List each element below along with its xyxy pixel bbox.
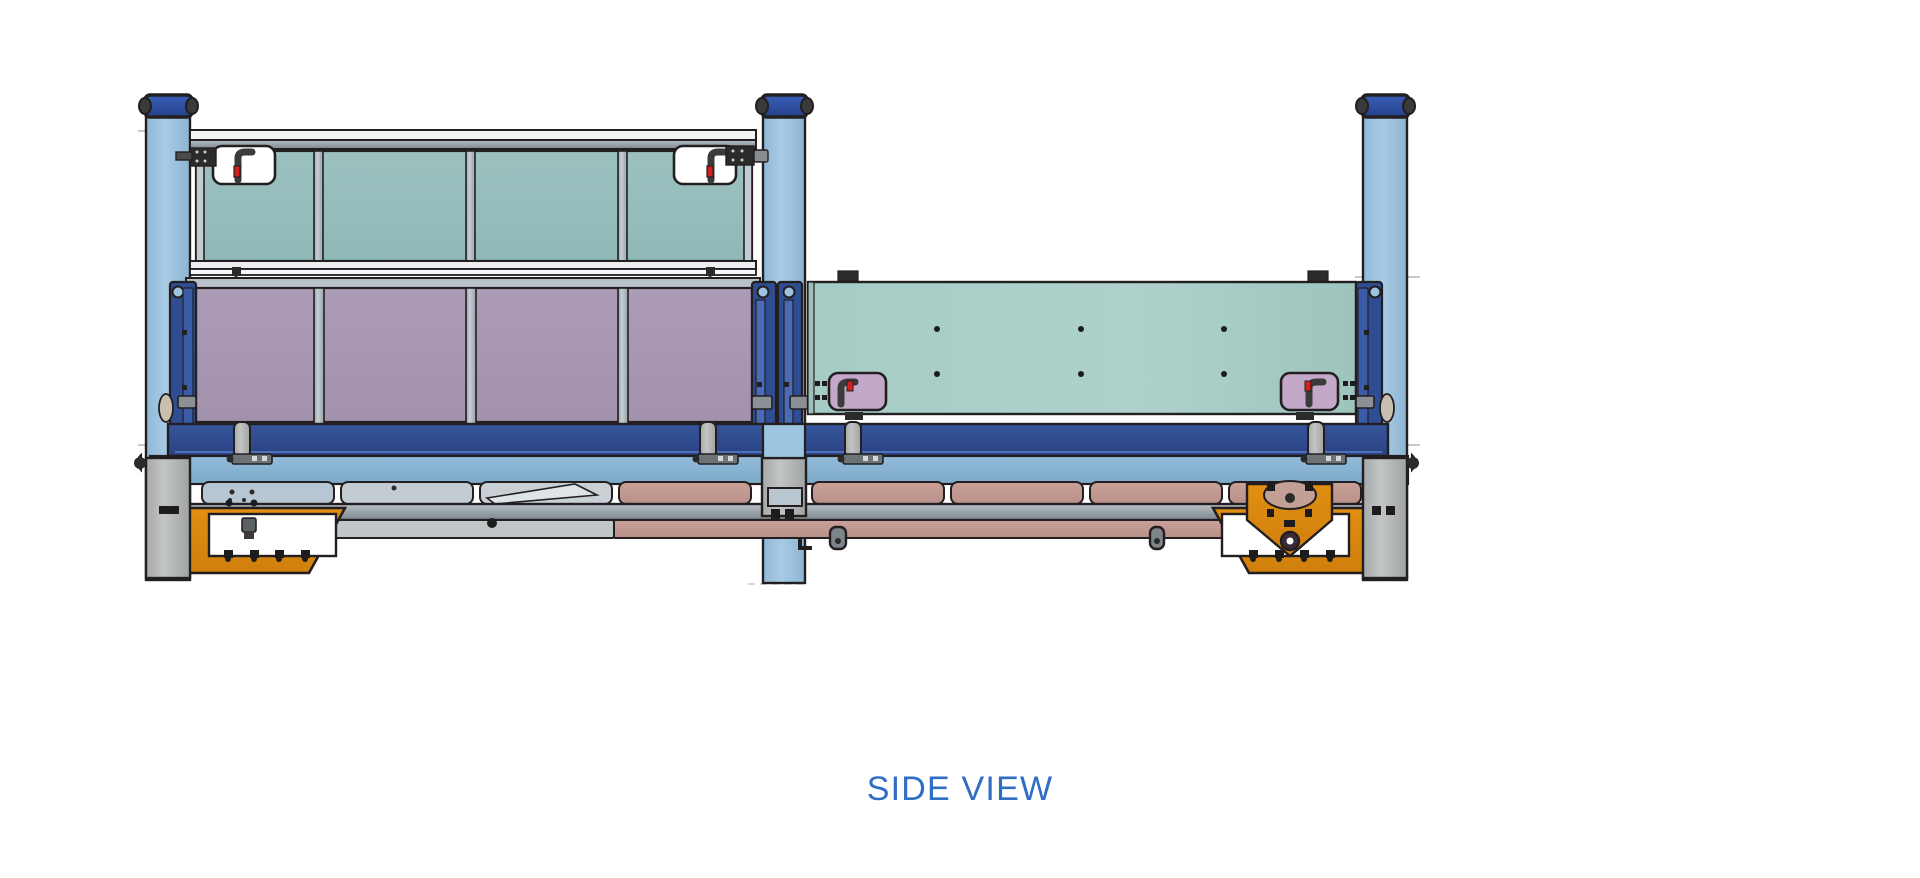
right-wall-face xyxy=(806,280,1358,416)
bracket-left-fasteners xyxy=(224,550,310,562)
page-title: SIDE VIEW xyxy=(866,770,1054,808)
bracket-right xyxy=(1210,480,1380,575)
gate-bottom-rail-2 xyxy=(189,268,757,276)
gate-latch-left-bracket xyxy=(175,147,217,167)
leg-left xyxy=(134,452,192,580)
bracket-left-cutout xyxy=(207,512,338,558)
post-center-cap-knob-l xyxy=(755,97,769,115)
right-wall-latch-left-pins xyxy=(815,381,827,400)
gate-latch-right-bracket xyxy=(725,145,769,166)
gate-top-rail-outer xyxy=(189,129,757,141)
rail-pin-4[interactable] xyxy=(1300,421,1347,465)
rail-pin-1[interactable] xyxy=(226,421,273,465)
bracket-left xyxy=(178,499,348,575)
hinge-center-left xyxy=(750,280,778,436)
gate-top-rail-steel xyxy=(189,139,757,150)
gate-panel-left-edge xyxy=(195,150,205,262)
bracket-right-fasteners xyxy=(1249,550,1335,562)
right-wall-bottom-clips xyxy=(845,412,1314,420)
post-right-cap-knob-l xyxy=(1355,97,1369,115)
purple-panel-top-rail xyxy=(185,277,761,289)
post-left-cap-knob-r xyxy=(185,97,199,115)
gate-bottom-rail-1 xyxy=(189,260,757,270)
bracket-left-top-hardware xyxy=(225,499,258,539)
gate-latch-left[interactable] xyxy=(211,144,277,186)
rail-pin-3[interactable] xyxy=(837,421,884,465)
panel-upper-teal xyxy=(175,129,769,282)
post-right-cap-knob-r xyxy=(1402,97,1416,115)
leg-right xyxy=(1361,452,1419,580)
right-wall-rivets xyxy=(934,326,1227,377)
post-left-cap-knob-l xyxy=(138,97,152,115)
right-wall-latch-left[interactable] xyxy=(827,371,888,412)
center-post-lower-detail xyxy=(761,422,807,507)
right-wall-top-clips xyxy=(837,270,1329,282)
post-center-cap-knob-r xyxy=(800,97,814,115)
gate-panel-right-edge xyxy=(743,150,753,262)
right-wall-latch-right-pins xyxy=(1343,381,1355,400)
right-wall-latch-right[interactable] xyxy=(1279,371,1340,412)
rail-pin-2[interactable] xyxy=(692,421,739,465)
deck-hangers xyxy=(487,518,1166,551)
panel-right-teal xyxy=(776,270,1395,436)
hinge-end-left xyxy=(158,280,198,434)
panel-lower-purple xyxy=(158,277,778,436)
rail-pin-hardware-group xyxy=(226,421,1347,465)
right-wall-left-edge xyxy=(807,281,815,415)
